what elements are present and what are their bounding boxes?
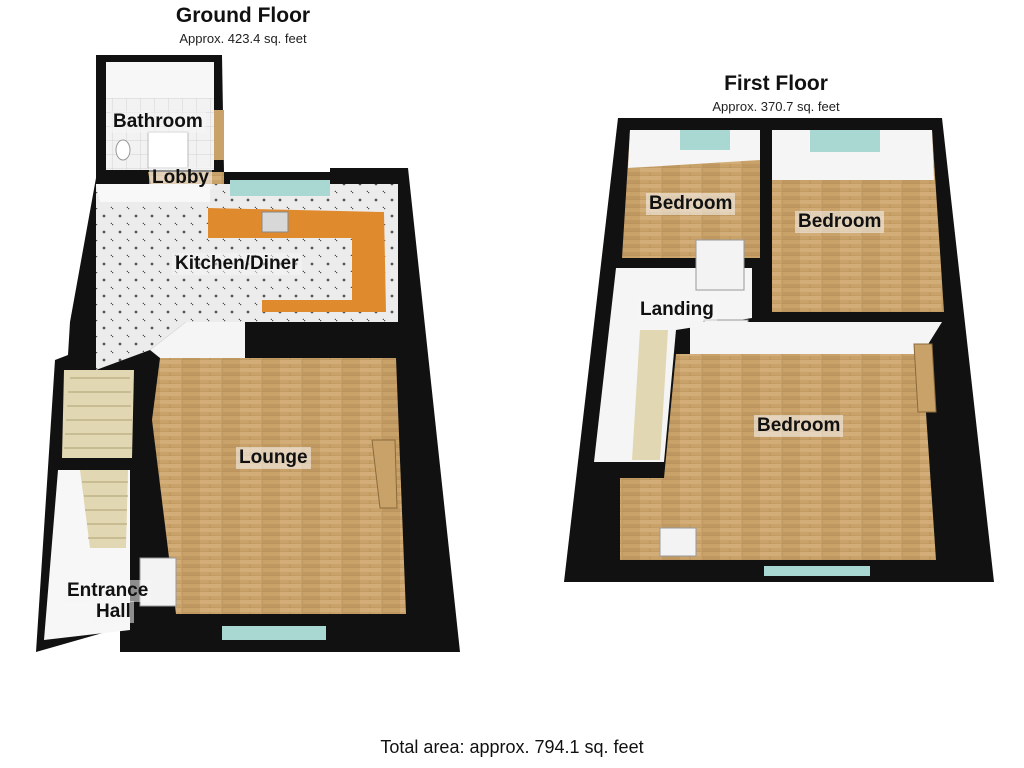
room-label-lounge: Lounge [236,447,311,469]
first-floor-plan [564,118,994,582]
ground-floor-title: Ground Floor [175,4,311,27]
room-label-lobby: Lobby [149,167,212,189]
landing-stairs [632,330,668,460]
bedroom-window-rear [764,566,870,576]
room-label-entrance-hall-line1: Entrance [64,580,152,602]
stairs-upper [62,370,134,458]
room-label-bedroom-rear: Bedroom [754,415,844,437]
room-label-kitchen-diner: Kitchen/Diner [172,253,302,275]
kitchen-window [230,180,330,196]
sink-icon [261,211,289,233]
ground-floor-area: Approx. 423.4 sq. feet [179,31,307,46]
bedroom-window-left [680,130,730,150]
room-label-bedroom-front-left: Bedroom [646,193,736,215]
room-label-entrance-hall-line2: Hall [93,601,134,623]
first-floor-title: First Floor [724,72,828,95]
fireplace-icon [371,439,398,509]
room-label-bathroom: Bathroom [110,111,206,133]
stairs-lower [80,470,128,548]
ground-floor-plan [36,55,460,652]
first-floor-area: Approx. 370.7 sq. feet [712,99,840,114]
kitchen-worktop [208,208,386,312]
lounge-window [222,626,326,640]
room-label-landing: Landing [637,299,717,321]
toilet-icon [115,139,131,161]
lounge-floor [152,358,406,614]
room-label-bedroom-front-right: Bedroom [795,211,885,233]
bedroom-rear-floor [620,354,936,560]
bedroom-window-right [810,130,880,152]
total-area: Total area: approx. 794.1 sq. feet [380,737,644,757]
